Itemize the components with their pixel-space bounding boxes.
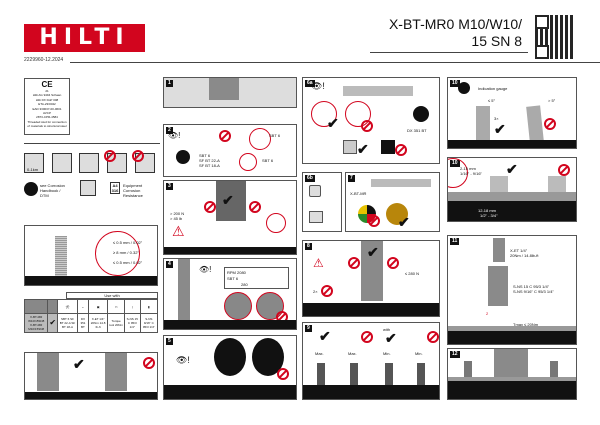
step-10a-panel: 10 Indication gauge ≤ 5°> 5° 3×✔ <box>447 77 577 149</box>
tool-label: DX 351 BT <box>407 128 427 133</box>
step-9-panel: 9 ✔with✔ Max.Max.Min.Min. <box>302 322 440 400</box>
step-6b-panel: 6b <box>302 172 342 232</box>
step-8-panel: 8 ✔ ⚠ 2× ≤ 280 N <box>302 240 440 317</box>
read-manual-icon <box>24 182 38 196</box>
step-6a-panel: 6a 👁! ✔ DX 351 BT ✔ <box>302 77 440 164</box>
document-number: 2229960-12.2024 <box>24 57 64 63</box>
step-1-panel: 1 <box>163 77 297 108</box>
step-12-panel: 12 <box>447 348 577 400</box>
step-5-panel: 5 👁! <box>163 335 297 400</box>
manual-note: see Corrosion Handbook / DTM <box>40 183 65 198</box>
step-3-panel: 3 ✔ > 200 N> 45 lb ⚠ <box>163 180 297 255</box>
steel-beam-icon <box>80 180 96 196</box>
distance-icon: 0-1km <box>24 153 44 173</box>
thread-tolerance-panel: ≤ 0.5 mm / 0.02" ≥ 8 mm / 0.32" ≤ 0.5 mm… <box>24 225 158 286</box>
product-title: X-BT-MR0 M10/W10/15 SN 8 <box>388 16 522 49</box>
industry-icon <box>52 153 72 173</box>
divider <box>24 143 160 144</box>
equipment-note: Equipment Corrosion Resistance <box>123 183 143 198</box>
step-5b-panel: ✔ <box>24 352 158 400</box>
qr-code[interactable] <box>535 15 575 59</box>
tunnel-icon <box>132 150 155 173</box>
divider <box>370 52 528 53</box>
divider <box>70 62 600 63</box>
parking-icon <box>79 153 99 173</box>
step-11-panel: 11 X-ET 1/4"20Nm / 14.8lb-ft S-NS 15 C 9… <box>447 235 577 345</box>
hilti-logo: HILTI <box>24 24 145 52</box>
step-7-panel: 7 X-BT-MR ✔ <box>345 172 440 232</box>
swimming-pool-icon <box>104 150 127 173</box>
